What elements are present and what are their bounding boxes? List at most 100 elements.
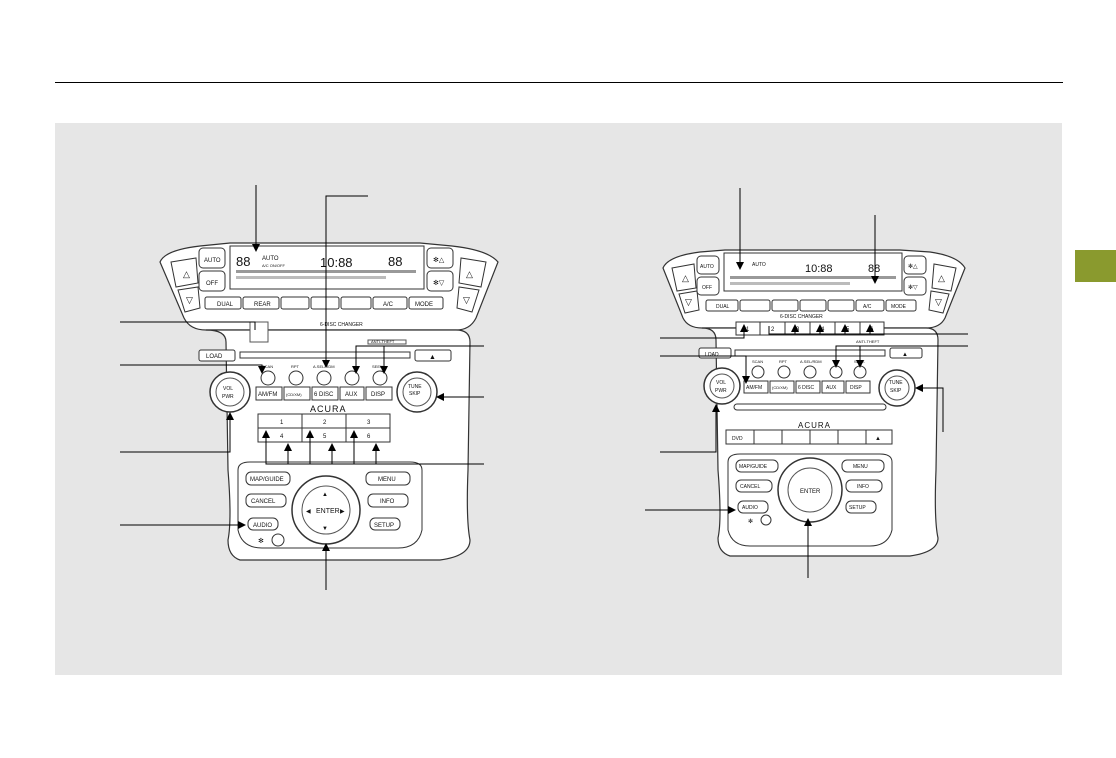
svg-text:ACURA: ACURA: [798, 421, 831, 430]
left-climate-right[interactable]: △ ▽ ✻△ ✻▽: [426, 247, 487, 313]
svg-text:TUNE[interactable]: TUNE: [889, 380, 903, 386]
svg-text:CANCEL[interactable]: CANCEL: [251, 499, 276, 505]
svg-text:6 DISC[interactable]: 6 DISC: [798, 385, 815, 391]
right-climate-right[interactable]: △ ▽ ✻△ ✻▽: [903, 255, 957, 314]
svg-text:A.SEL/RDM: A.SEL/RDM: [313, 364, 335, 369]
vol-knob-label[interactable]: VOL: [223, 386, 233, 392]
svg-text:(CD/XM)[interactable]: (CD/XM): [772, 385, 788, 390]
svg-text:6[interactable]: 6: [367, 434, 371, 440]
svg-text:AUTO: AUTO: [752, 262, 766, 268]
svg-text:INFO[interactable]: INFO: [857, 484, 869, 490]
off-button[interactable]: OFF: [206, 281, 218, 287]
svg-text:4[interactable]: 4: [280, 434, 284, 440]
svg-text:▽: ▽: [186, 295, 193, 305]
svg-text:MAP/GUIDE[interactable]: MAP/GUIDE: [250, 477, 284, 483]
svg-text:SETUP[interactable]: SETUP: [849, 505, 866, 511]
svg-text:DVD[interactable]: DVD: [732, 436, 743, 442]
right-climate-row[interactable]: DUAL A/C MODE: [705, 299, 917, 312]
svg-text:5[interactable]: 5: [323, 434, 327, 440]
svg-text:INFO[interactable]: INFO: [380, 499, 395, 505]
display-temp-left: 88: [236, 254, 250, 269]
svg-text:△: △: [938, 273, 945, 283]
svg-text:DISP[interactable]: DISP: [850, 385, 862, 391]
right-callouts: [645, 188, 968, 578]
left-source-buttons[interactable]: AM/FM (CD/XM) 6 DISC AUX DISP: [255, 386, 393, 401]
svg-text:SKIP: SKIP: [890, 388, 902, 394]
svg-text:AM/FM[interactable]: AM/FM: [746, 385, 762, 391]
mode-button[interactable]: MODE: [415, 302, 433, 308]
svg-text:AM/FM[interactable]: AM/FM: [258, 392, 277, 398]
svg-text:CANCEL[interactable]: CANCEL: [740, 484, 761, 490]
ac-button[interactable]: A/C: [383, 302, 394, 308]
right-unit: △ ▽ AUTO OFF △ ▽ ✻△ ✻▽ AUTO 10:88 88 DUA…: [645, 188, 968, 578]
svg-text:1[interactable]: 1: [746, 327, 750, 333]
svg-text:MAP/GUIDE[interactable]: MAP/GUIDE: [739, 464, 768, 470]
svg-text:AUDIO[interactable]: AUDIO: [253, 523, 272, 529]
svg-text:AUTO[interactable]: AUTO: [700, 264, 714, 270]
svg-text:A.SEL/RDM: A.SEL/RDM: [800, 359, 822, 364]
svg-text:◀: ◀: [306, 509, 311, 515]
auto-button[interactable]: AUTO: [204, 258, 221, 264]
svg-text:MODE[interactable]: MODE: [891, 304, 907, 310]
svg-text:MENU[interactable]: MENU: [378, 477, 396, 483]
left-presets[interactable]: 1 2 3 4 5 6: [257, 413, 391, 443]
svg-text:VOL[interactable]: VOL: [716, 380, 726, 386]
svg-text:△: △: [466, 269, 473, 279]
svg-text:▲[interactable]: ▲: [875, 436, 881, 442]
left-nav-buttons[interactable]: MAP/GUIDE MENU CANCEL INFO AUDIO SETUP ✻: [245, 471, 411, 547]
svg-text:6 DISC[interactable]: 6 DISC: [314, 392, 334, 398]
left-unit: △ ▽ AUTO OFF △ ▽ ✻△ ✻▽ 88 AUTO A/C ON/OF…: [120, 185, 499, 590]
svg-text:DUAL[interactable]: DUAL: [716, 304, 730, 310]
svg-text:2[interactable]: 2: [323, 420, 327, 426]
svg-text:SEEK: SEEK: [372, 364, 383, 369]
svg-text:▽: ▽: [463, 295, 470, 305]
svg-text:▶: ▶: [340, 509, 345, 515]
anti-theft-label: ANTI-THEFT: [371, 339, 395, 344]
left-climate-row[interactable]: DUAL REAR A/C MODE: [204, 296, 444, 310]
rear-button[interactable]: REAR: [254, 302, 271, 308]
svg-text:✻▽: ✻▽: [433, 279, 445, 287]
tune-knob-label[interactable]: TUNE: [408, 384, 422, 390]
svg-text:✻: ✻: [748, 518, 753, 525]
svg-text:RPT: RPT: [291, 364, 300, 369]
svg-text:88: 88: [868, 263, 880, 275]
svg-text:MENU[interactable]: MENU: [853, 464, 868, 470]
brand-logo: ACURA: [310, 404, 347, 414]
svg-text:AUX[interactable]: AUX: [345, 392, 357, 398]
svg-text:10:88: 10:88: [805, 263, 833, 275]
svg-text:✻▽: ✻▽: [908, 284, 918, 291]
svg-text:1[interactable]: 1: [280, 420, 284, 426]
svg-text:✻: ✻: [258, 537, 264, 545]
svg-text:AUDIO[interactable]: AUDIO: [742, 505, 758, 511]
svg-text:▲: ▲: [902, 352, 908, 358]
right-nav-buttons[interactable]: MAP/GUIDE MENU CANCEL INFO AUDIO SETUP ✻: [735, 459, 885, 526]
load-button[interactable]: LOAD: [206, 354, 223, 360]
svg-text:A/C[interactable]: A/C: [863, 304, 872, 310]
header-rule: [55, 82, 1063, 83]
svg-text:SKIP: SKIP: [409, 391, 421, 397]
svg-text:LOAD[interactable]: LOAD: [705, 352, 719, 358]
svg-text:3[interactable]: 3: [367, 420, 371, 426]
enter-dial[interactable]: ENTER: [316, 508, 340, 515]
svg-text:AUX[interactable]: AUX: [826, 385, 837, 391]
section-tab[interactable]: [1075, 250, 1116, 282]
right-climate-left[interactable]: △ ▽ AUTO OFF: [671, 255, 720, 314]
dual-button[interactable]: DUAL: [217, 302, 234, 308]
svg-text:RPT: RPT: [779, 359, 788, 364]
right-source-buttons[interactable]: AM/FM (CD/XM) 6 DISC AUX DISP: [743, 380, 871, 394]
svg-text:SETUP[interactable]: SETUP: [374, 523, 394, 529]
right-dvd-buttons[interactable]: DVD ▲: [725, 429, 893, 445]
display-ac-status: A/C ON/OFF: [262, 263, 285, 268]
display-clock: 10:88: [320, 255, 353, 270]
svg-text:6-DISC CHANGER: 6-DISC CHANGER: [780, 314, 823, 320]
svg-text:ENTER[interactable]: ENTER: [800, 489, 821, 495]
svg-text:(CD/XM)[interactable]: (CD/XM): [286, 392, 302, 397]
left-climate-left[interactable]: △ ▽ AUTO OFF: [170, 247, 226, 313]
right-presets[interactable]: 1 2 3 4 5 6: [735, 321, 885, 336]
svg-text:PWR: PWR: [715, 388, 727, 394]
svg-text:✻△: ✻△: [433, 256, 445, 264]
svg-text:2[interactable]: 2: [771, 327, 775, 333]
svg-text:DISP[interactable]: DISP: [371, 392, 385, 398]
svg-text:OFF[interactable]: OFF: [702, 285, 712, 291]
